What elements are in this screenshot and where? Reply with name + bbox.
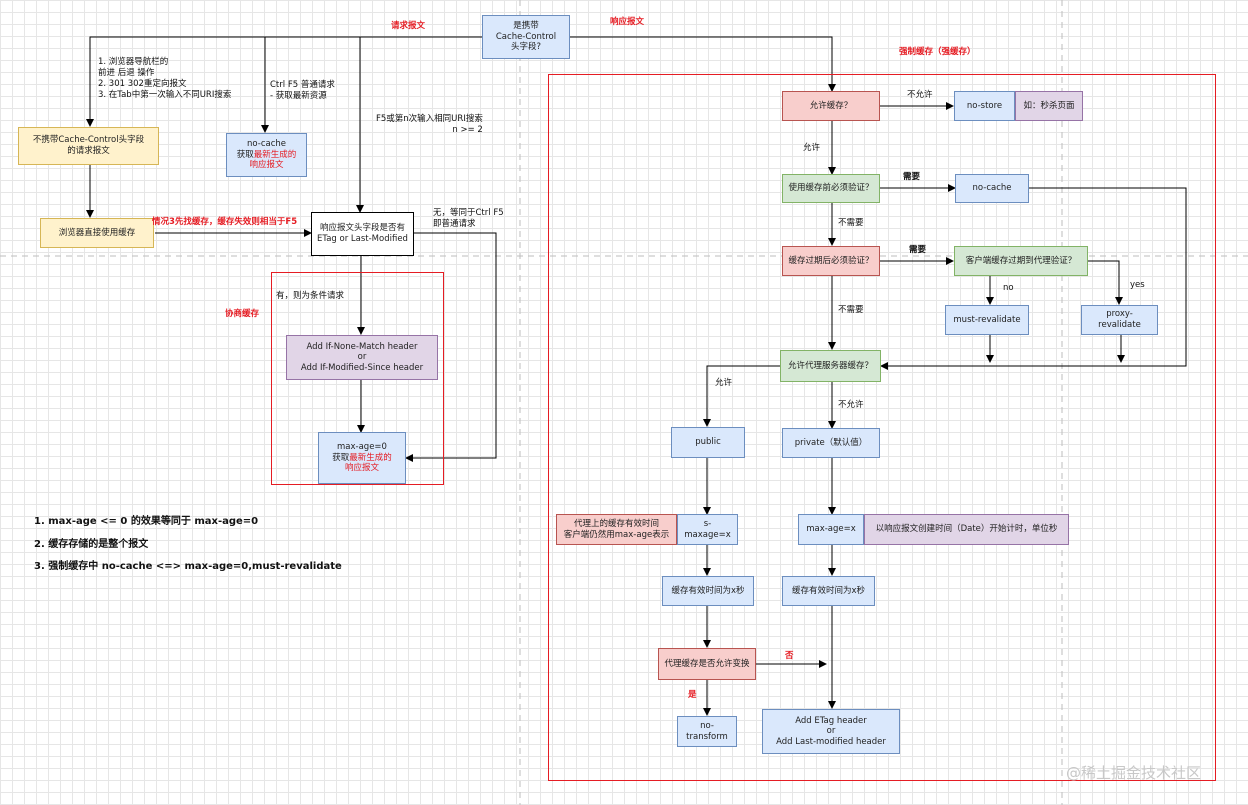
forced-cache-frame [548, 74, 1216, 781]
max-age-x-node: max-age=x [798, 514, 864, 545]
note-2: 2. 缓存存储的是整个报文 [34, 539, 149, 550]
note-3: 3. 强制缓存中 no-cache <=> max-age=0,must-rev… [34, 561, 342, 572]
max-age-note-node: 以响应报文创建时间（Date）开始计时，单位秒 [864, 514, 1069, 545]
case3-label: 情况3先找缓存，缓存失效则相当于F5 [152, 217, 298, 227]
valid-x-left-node: 缓存有效时间为x秒 [662, 576, 754, 606]
no-cache-left-suffix: 生成的 响应报文 [249, 149, 297, 171]
no-cache-left-prefix: 获取 [236, 149, 254, 160]
no-transform-node: no-transform [677, 716, 737, 747]
f5-label: F5或第n次输入相同URI搜索 n >= 2 [376, 114, 483, 136]
ctrl-f5-label: Ctrl F5 普通请求 - 获取最新资源 [270, 80, 335, 102]
max-age-zero-node: max-age=0 获取最新生成的 响应报文 [318, 432, 406, 484]
must-validate-before-node: 使用缓存前必须验证？ [782, 174, 880, 203]
no-cache-left-highlight: 最新 [253, 149, 271, 160]
allow-proxy-cache-node: 允许代理服务器缓存？ [780, 350, 881, 382]
max-age-zero-line1: max-age=0 [337, 442, 387, 453]
must-validate-after-node: 缓存过期后必须验证？ [782, 246, 880, 276]
no-cache-control-request-node: 不携带Cache-Control头字段 的请求报文 [18, 127, 159, 165]
cache-control-question-node: 是携带 Cache-Control 头字段? [482, 15, 570, 59]
yes-conditional-label: 有，则为条件请求 [276, 291, 345, 301]
max-age-zero-suffix: 生成的 响应报文 [344, 452, 392, 474]
proxy-note-node: 代理上的缓存有效时间 客户端仍然用max-age表示 [556, 514, 677, 545]
yes-label: yes [1130, 280, 1145, 290]
allow-cache-node: 允许缓存？ [782, 91, 880, 121]
add-if-none-match-node: Add If-None-Match header or Add If-Modif… [286, 335, 438, 380]
note-1: 1. max-age <= 0 的效果等同于 max-age=0 [34, 516, 259, 527]
no-cache-left-line2: 获取最新生成的 响应报文 [237, 150, 297, 171]
allow-label: 允许 [803, 143, 821, 153]
allow2-label: 允许 [715, 378, 733, 388]
none-ctrl-f5-label: 无，等同于Ctrl F5 即普通请求 [433, 208, 504, 230]
valid-x-right-node: 缓存有效时间为x秒 [782, 576, 875, 606]
no-store-note-node: 如：秒杀页面 [1015, 91, 1083, 121]
fou-label: 否 [785, 651, 794, 661]
must-revalidate-node: must-revalidate [945, 305, 1029, 335]
s-maxage-node: s-maxage=x [677, 514, 738, 545]
no-cache-left-line1: no-cache [247, 139, 286, 150]
response-has-etag-node: 响应报文头字段是否有 ETag or Last-Modified [311, 212, 414, 256]
max-age-zero-prefix: 获取 [332, 452, 350, 463]
need1-label: 需要 [903, 172, 921, 182]
negotiated-cache-frame [271, 272, 444, 485]
max-age-zero-highlight: 最新 [349, 452, 367, 463]
not-need1-label: 不需要 [838, 218, 864, 228]
browser-direct-cache-node: 浏览器直接使用缓存 [40, 218, 154, 248]
negotiated-cache-label: 协商缓存 [225, 309, 260, 319]
no-label: no [1003, 283, 1014, 293]
not-allow-label: 不允许 [907, 90, 933, 100]
proxy-transform-node: 代理缓存是否允许变换 [658, 648, 756, 680]
forced-cache-label: 强制缓存（强缓存） [899, 47, 976, 57]
no-cache-left-node: no-cache 获取最新生成的 响应报文 [226, 133, 307, 177]
request-label: 请求报文 [391, 21, 426, 31]
no-store-node: no-store [954, 91, 1015, 121]
not-allow2-label: 不允许 [838, 400, 864, 410]
client-or-proxy-node: 客户端缓存过期到代理验证？ [954, 246, 1088, 276]
proxy-revalidate-node: proxy-revalidate [1081, 305, 1158, 335]
browser-cases-label: 1. 浏览器导航栏的 前进 后退 操作 2. 301 302重定向报文 3. 在… [98, 57, 232, 101]
public-node: public [671, 427, 745, 458]
response-label: 响应报文 [610, 17, 645, 27]
shi-label: 是 [688, 690, 697, 700]
add-etag-node: Add ETag header or Add Last-modified hea… [762, 709, 900, 754]
private-node: private（默认值） [782, 428, 880, 458]
max-age-zero-line2: 获取最新生成的 响应报文 [332, 453, 392, 474]
no-cache-right-node: no-cache [955, 174, 1029, 203]
watermark: @稀土掘金技术社区 [1066, 764, 1202, 782]
need2-label: 需要 [909, 245, 927, 255]
not-need2-label: 不需要 [838, 305, 864, 315]
